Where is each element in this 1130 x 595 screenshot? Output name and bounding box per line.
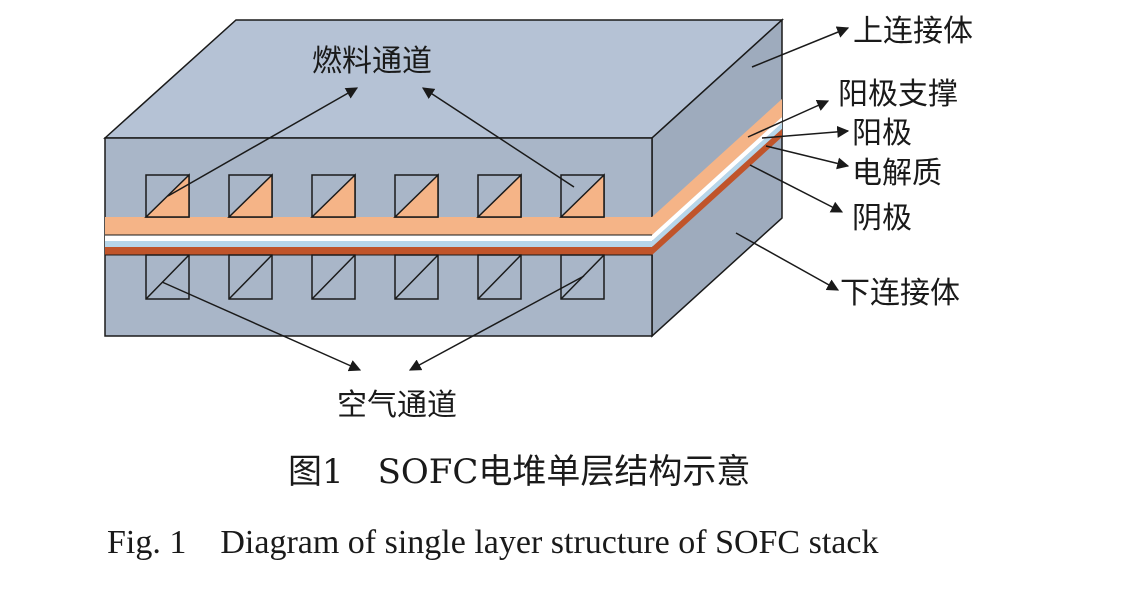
cathode-layer	[105, 247, 652, 255]
upper-interconnect-arrow	[751, 26, 850, 68]
caption-en: Fig. 1 Diagram of single layer structure…	[107, 524, 878, 561]
anode-support-arrow	[747, 99, 830, 138]
fuel-channel-arrow-right	[421, 87, 575, 188]
fuel-channel	[144, 173, 190, 218]
anode-arrow	[761, 125, 850, 139]
fuel-channel	[227, 173, 273, 218]
caption-zh: 图1 SOFC电堆单层结构示意	[288, 452, 750, 492]
anode-support-side	[652, 99, 782, 235]
anode-support-layer	[105, 217, 652, 235]
air-channel-arrow-left	[161, 281, 362, 372]
air-channel	[477, 254, 522, 300]
fuel-channel-arrow-left	[167, 87, 359, 197]
fuel-channel-label: 燃料通道	[312, 44, 432, 79]
air-channels	[145, 254, 605, 300]
electrolyte-label: 电解质	[852, 156, 942, 191]
cathode-arrow	[749, 164, 844, 213]
anode-label: 阳极	[852, 116, 912, 151]
lower-interconnect-label: 下连接体	[840, 276, 960, 311]
electrolyte-side	[652, 123, 782, 247]
air-channel	[145, 254, 190, 300]
fuel-channel	[559, 173, 605, 218]
leader-arrows	[161, 26, 850, 372]
air-channel-label: 空气通道	[337, 388, 457, 423]
air-channel	[394, 254, 439, 300]
anode-layer	[105, 235, 652, 241]
fuel-channel	[393, 173, 439, 218]
fuel-channel	[310, 173, 356, 218]
electrolyte-layer	[105, 241, 652, 247]
cathode-side	[652, 129, 782, 255]
air-channel	[228, 254, 273, 300]
air-channel-arrow-right	[408, 275, 585, 371]
anode-support-label: 阳极支撑	[838, 77, 958, 112]
cathode-label: 阴极	[852, 201, 912, 236]
electrolyte-arrow	[765, 145, 850, 170]
anode-side	[652, 117, 782, 241]
fuel-channels	[144, 173, 605, 218]
fuel-channel	[476, 173, 522, 218]
upper-interconnect-label: 上连接体	[853, 14, 973, 49]
lower-interconnect-arrow	[735, 232, 840, 291]
air-channel	[311, 254, 356, 300]
